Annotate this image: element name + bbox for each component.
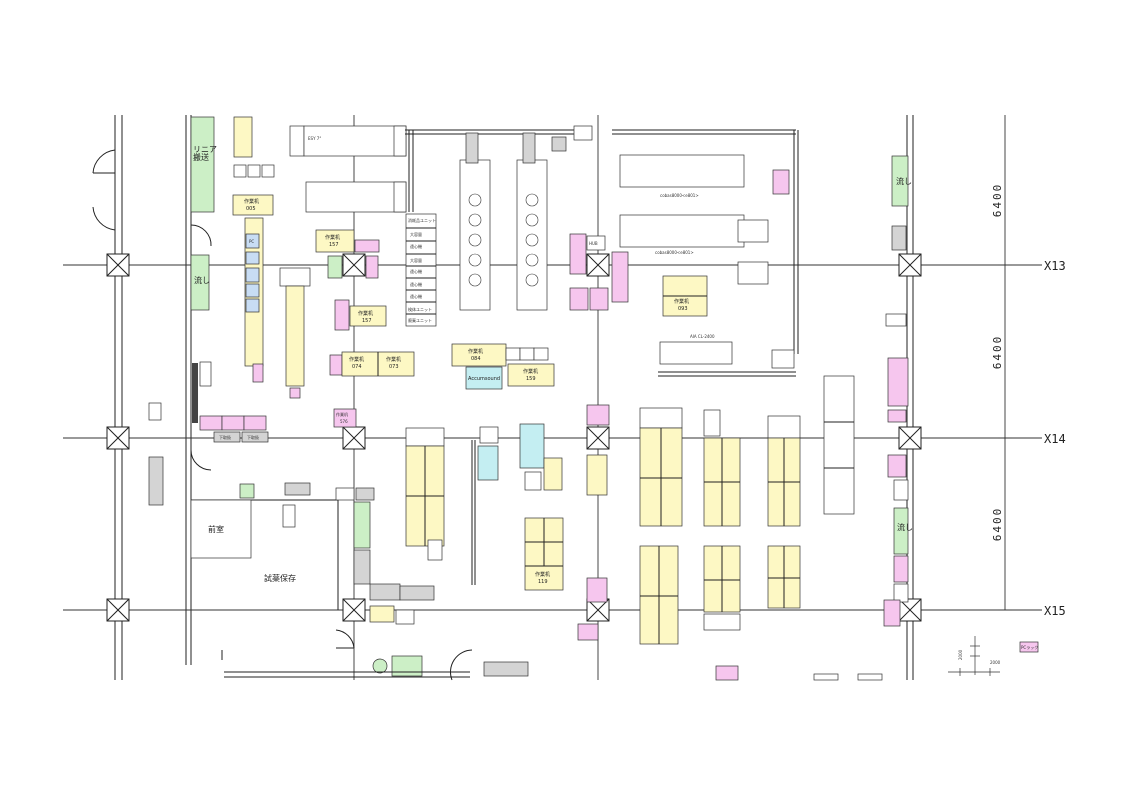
svg-text:遠心機: 遠心機 — [410, 268, 422, 274]
sink-left — [190, 254, 210, 311]
svg-text:cobas8000<e801>: cobas8000<e801> — [655, 250, 694, 255]
svg-text:大容量: 大容量 — [410, 257, 422, 263]
sink-left-label: 流し — [194, 275, 210, 285]
work-table-157 — [315, 229, 355, 253]
svg-text:PCラック: PCラック — [1021, 644, 1038, 650]
shelf-unit — [405, 213, 437, 327]
bench — [233, 116, 253, 158]
sink-right-label: 流し — [896, 176, 912, 186]
work-table-576 — [333, 408, 357, 428]
scale-label-v: 2000 — [958, 649, 963, 660]
dimension-label: 6400 — [991, 335, 1004, 370]
linear-transport-zone — [190, 116, 215, 213]
work-table-157b — [349, 305, 387, 327]
svg-text:遠心機: 遠心機 — [410, 281, 422, 287]
scale-bar — [948, 636, 1000, 676]
pc-label: PC — [249, 239, 254, 244]
work-table-159 — [507, 363, 555, 387]
analyzer-line — [516, 159, 548, 311]
lower-table-label: 下取扱 — [219, 434, 231, 440]
analyzer-module — [619, 214, 745, 248]
scale-label-h: 2000 — [990, 660, 1001, 665]
pc-rack — [1019, 641, 1039, 653]
analyzer-module — [619, 154, 745, 188]
svg-text:大容量: 大容量 — [410, 231, 422, 237]
svg-text:廃棄ユニット: 廃棄ユニット — [408, 317, 432, 323]
axis-label-x14: X14 — [1044, 432, 1066, 446]
svg-text:遠心機: 遠心機 — [410, 243, 422, 249]
hub-label: HUB — [589, 241, 598, 246]
front-room — [190, 499, 252, 559]
axis-label-x15: X15 — [1044, 604, 1066, 618]
work-table-005 — [232, 194, 274, 216]
lower-table-label: 下取扱 — [247, 434, 259, 440]
aia-label: AIA CL-2400 — [690, 334, 715, 339]
svg-text:遠心機: 遠心機 — [410, 293, 422, 299]
work-table-084 — [451, 343, 507, 367]
dimension-label: 6400 — [991, 507, 1004, 542]
front-room-label: 前室 — [208, 524, 224, 534]
svg-text:作業机: 作業机 — [336, 411, 348, 417]
svg-text:ESY 7°: ESY 7° — [308, 136, 321, 141]
linear-transport-label: リニア搬送 — [193, 145, 217, 162]
reagent-storage-label: 試薬保存 — [264, 573, 296, 583]
svg-text:検体ユニット: 検体ユニット — [408, 306, 432, 312]
accumsound-unit — [465, 366, 503, 390]
svg-text:576: 576 — [340, 419, 348, 424]
sink-right-label: 流し — [897, 522, 913, 532]
svg-text:cobas8000<e801>: cobas8000<e801> — [660, 193, 699, 198]
svg-text:消耗品ユニット: 消耗品ユニット — [408, 217, 436, 223]
column — [106, 253, 922, 622]
dimension-label: 6400 — [991, 183, 1004, 218]
analyzer-line — [459, 159, 491, 311]
accumsound-label: Accumsound — [468, 376, 500, 382]
axis-label-x13: X13 — [1044, 259, 1066, 273]
